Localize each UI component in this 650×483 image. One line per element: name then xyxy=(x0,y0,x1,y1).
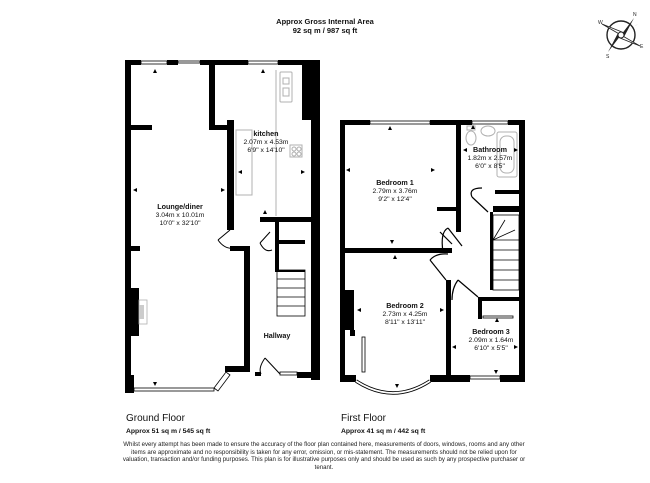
room-metric: 2.73m x 4.25m xyxy=(382,310,428,318)
room-name: Bedroom 1 xyxy=(376,178,414,187)
room-hallway: Hallway xyxy=(252,331,302,341)
svg-text:S: S xyxy=(606,54,610,60)
room-name: Hallway xyxy=(263,331,291,340)
gross-area-title: Approx Gross Internal Area xyxy=(276,17,374,26)
room-imperial: 6'9" x 14'10" xyxy=(247,147,285,154)
room-bedroom-3: Bedroom 3 2.09m x 1.64m 6'10" x 5'5" xyxy=(459,327,523,354)
room-name: kitchen xyxy=(253,129,279,138)
room-bathroom: Bathroom 1.82m x 2.57m 6'0" x 8'5" xyxy=(459,145,521,172)
room-name: Lounge/diner xyxy=(157,202,203,211)
room-metric: 1.82m x 2.57m xyxy=(467,154,513,162)
room-lounge-diner: Lounge/diner 3.04m x 10.01m 10'0" x 32'1… xyxy=(140,202,220,229)
first-floor-title: First Floor xyxy=(341,413,386,424)
room-bedroom-2: Bedroom 2 2.73m x 4.25m 8'11" x 13'11" xyxy=(365,301,445,328)
room-bedroom-1: Bedroom 1 2.79m x 3.76m 9'2" x 12'4" xyxy=(350,178,440,205)
room-imperial: 6'0" x 8'5" xyxy=(475,163,505,170)
room-metric: 2.09m x 1.64m xyxy=(468,336,514,344)
room-imperial: 6'10" x 5'5" xyxy=(474,345,508,352)
room-name: Bathroom xyxy=(473,145,507,154)
first-floor-area: Approx 41 sq m / 442 sq ft xyxy=(341,428,426,435)
svg-text:E: E xyxy=(640,44,644,50)
room-imperial: 8'11" x 13'11" xyxy=(384,319,426,326)
room-metric: 2.07m x 4.53m xyxy=(243,138,289,146)
room-name: Bedroom 2 xyxy=(386,301,424,310)
room-name: Bedroom 3 xyxy=(472,327,510,336)
room-imperial: 10'0" x 32'10" xyxy=(159,220,201,227)
ground-floor-area: Approx 51 sq m / 545 sq ft xyxy=(126,428,211,435)
room-metric: 3.04m x 10.01m xyxy=(155,211,205,219)
svg-text:N: N xyxy=(633,12,637,18)
gross-area-total: 92 sq m / 987 sq ft xyxy=(292,26,358,35)
room-metric: 2.79m x 3.76m xyxy=(372,187,418,195)
gross-area-header: Approx Gross Internal Area 92 sq m / 987… xyxy=(0,17,650,35)
room-imperial: 9'2" x 12'4" xyxy=(378,196,412,203)
room-kitchen: kitchen 2.07m x 4.53m 6'9" x 14'10" xyxy=(232,129,300,156)
compass-rose-icon: N E S W xyxy=(598,12,644,60)
ground-floor-title: Ground Floor xyxy=(126,413,185,424)
svg-text:W: W xyxy=(598,20,603,26)
disclaimer-text: Whilst every attempt has been made to en… xyxy=(122,441,526,471)
